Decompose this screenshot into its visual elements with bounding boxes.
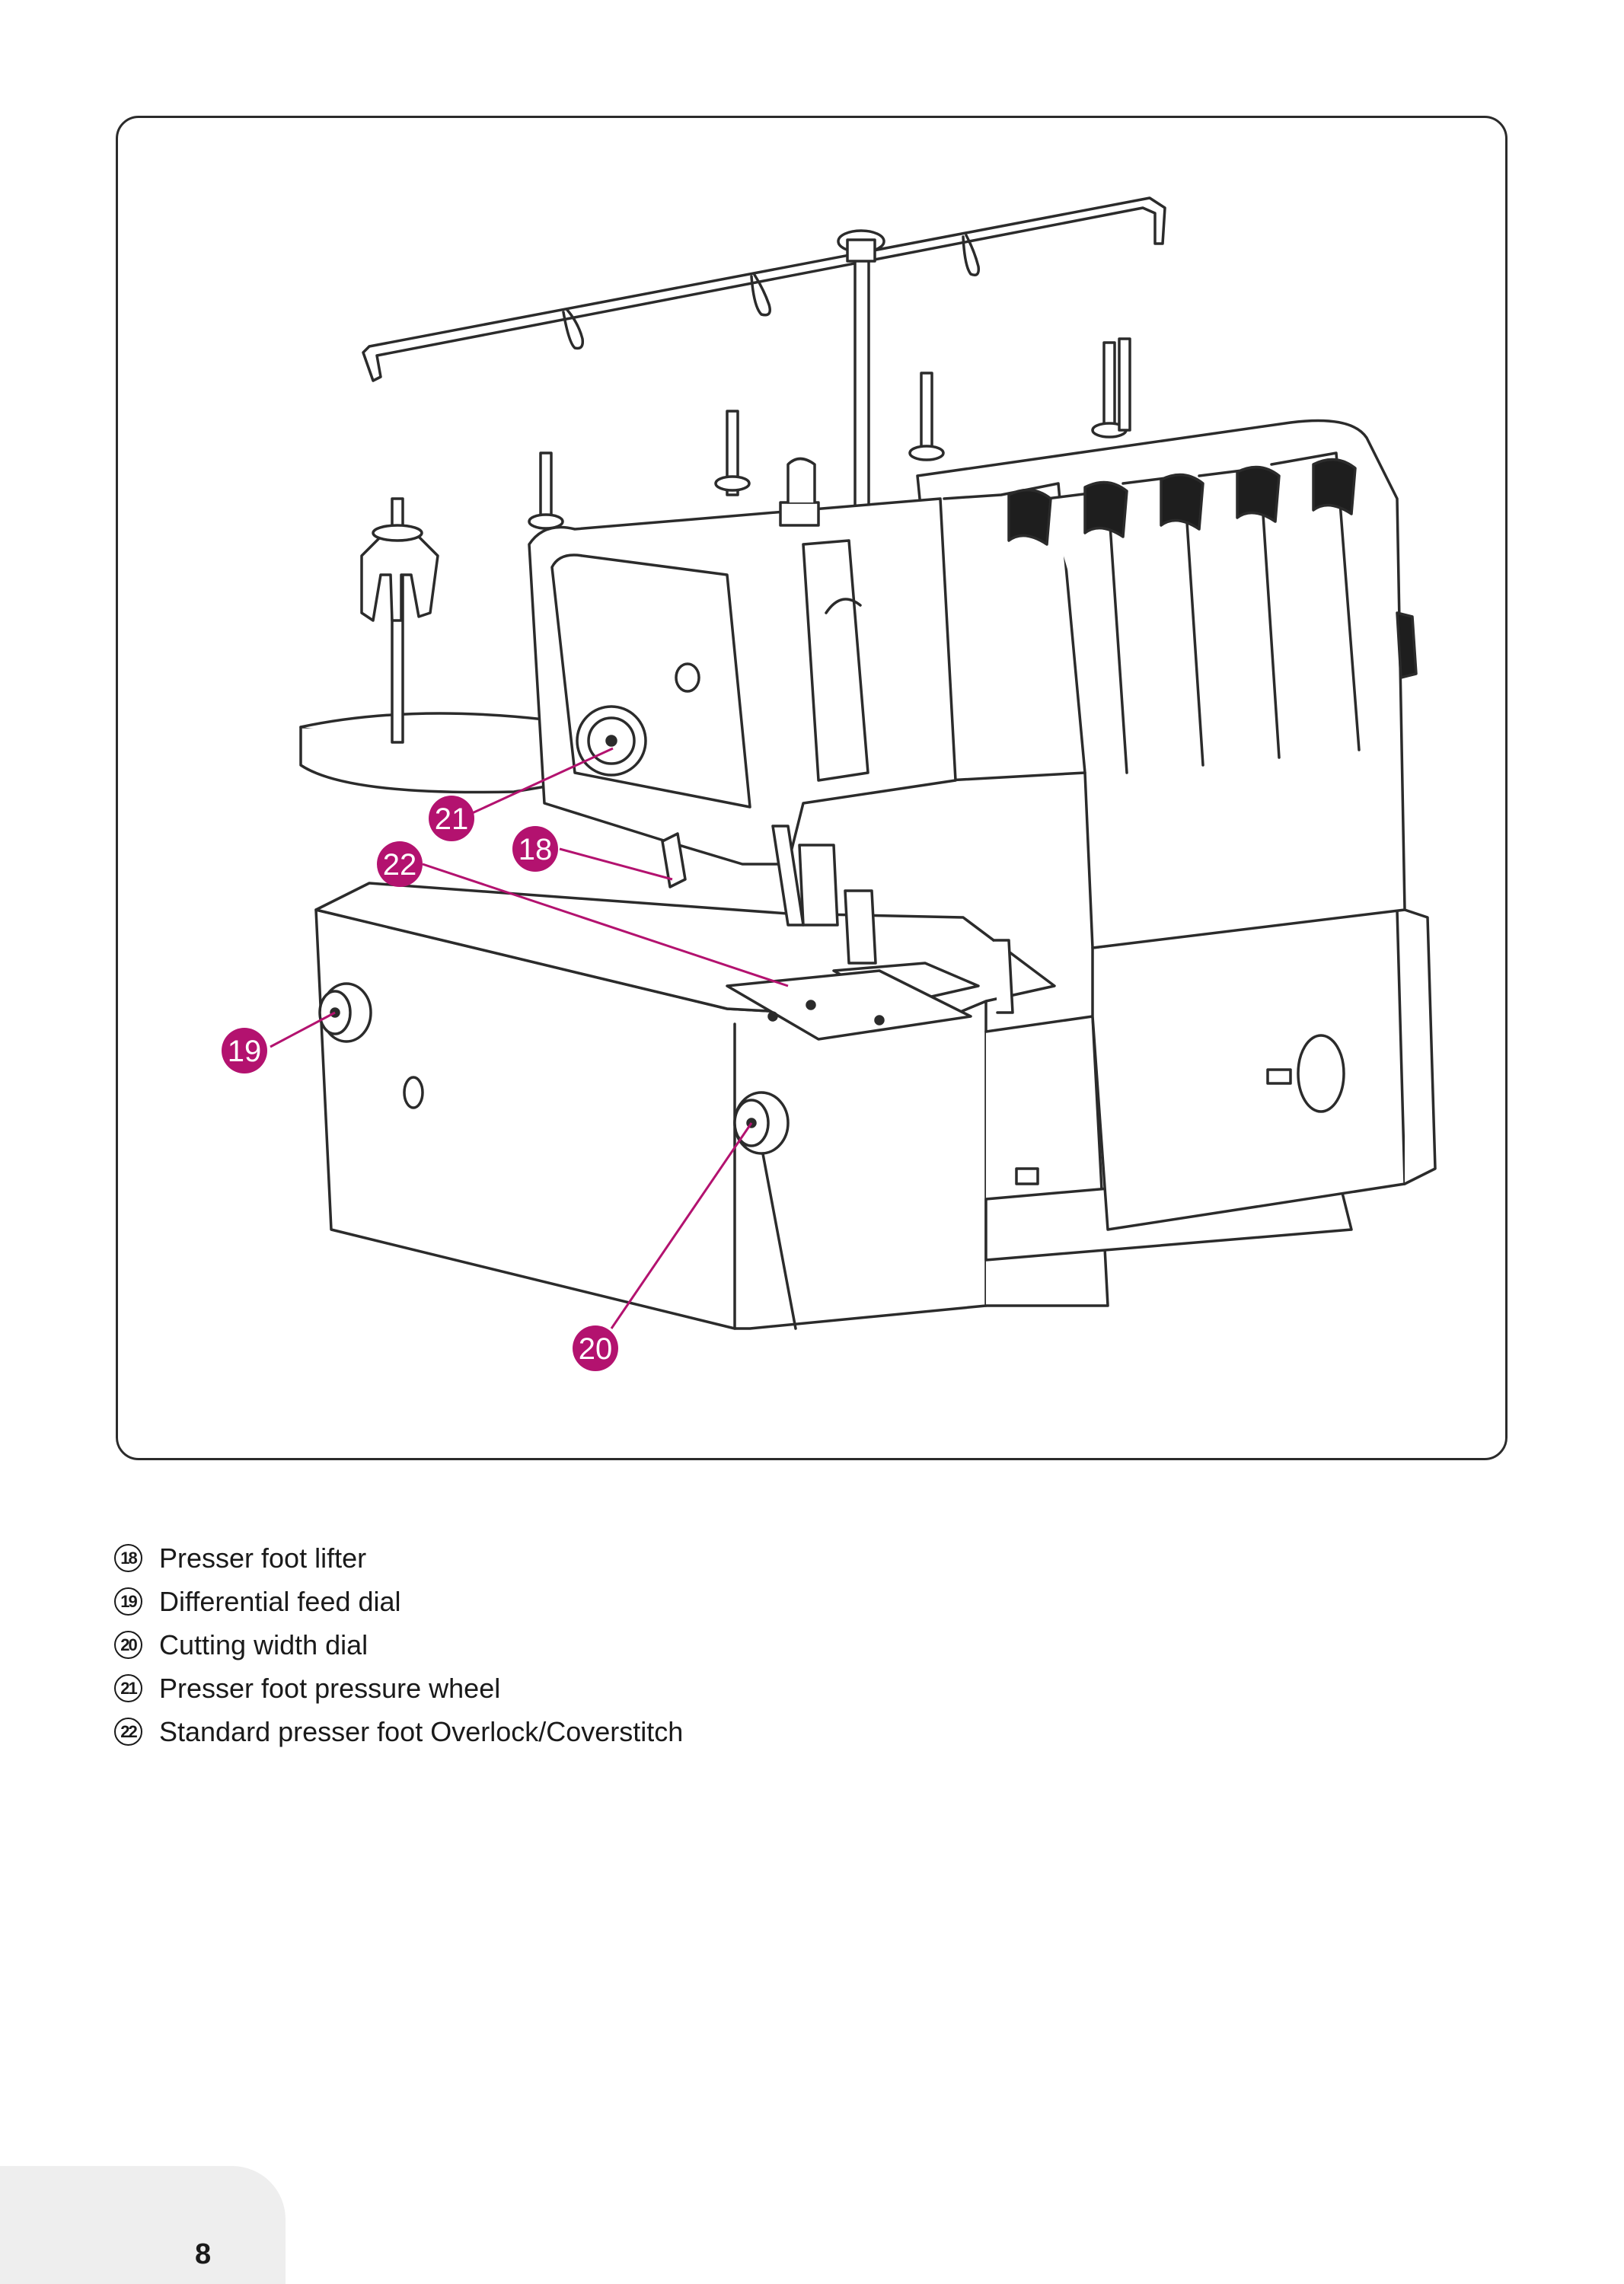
presser-foot-lifter [661, 832, 687, 888]
callout-line-22 [422, 863, 789, 987]
legend-number: 20 [114, 1631, 142, 1659]
callout-line-20 [610, 1122, 753, 1329]
callout-line-19 [270, 1011, 336, 1048]
parts-legend: 18 Presser foot lifter 19 Differential f… [114, 1536, 683, 1753]
svg-text:18: 18 [518, 833, 553, 866]
legend-label: Presser foot lifter [159, 1542, 367, 1574]
legend-number: 22 [114, 1718, 142, 1746]
legend-label: Differential feed dial [159, 1585, 401, 1617]
legend-label: Cutting width dial [159, 1628, 369, 1660]
svg-text:22: 22 [383, 848, 417, 882]
page-number-tab [0, 2166, 286, 2284]
callout-20: 20 [573, 1325, 618, 1371]
callout-22: 22 [377, 841, 423, 887]
legend-item: 20 Cutting width dial [114, 1623, 683, 1667]
legend-number: 18 [114, 1544, 142, 1572]
legend-number: 21 [114, 1674, 142, 1702]
svg-text:20: 20 [579, 1332, 613, 1366]
presser-foot-area [726, 825, 1014, 1041]
spool-pins [528, 337, 1131, 530]
figure-frame: 21 18 22 19 20 [116, 116, 1508, 1460]
legend-number: 19 [114, 1587, 142, 1616]
front-head [528, 457, 957, 866]
page-number: 8 [195, 2238, 212, 2270]
legend-label: Presser foot pressure wheel [159, 1672, 501, 1704]
main-body [916, 419, 1437, 1231]
svg-text:19: 19 [228, 1035, 262, 1068]
legend-item: 22 Standard presser foot Overlock/Covers… [114, 1710, 683, 1753]
callout-21: 21 [429, 796, 474, 841]
callout-19: 19 [222, 1028, 267, 1073]
overlocker-machine-illustration: 21 18 22 19 20 [222, 196, 1437, 1371]
legend-item: 21 Presser foot pressure wheel [114, 1667, 683, 1710]
callout-18: 18 [512, 826, 558, 872]
legend-item: 18 Presser foot lifter [114, 1536, 683, 1580]
thread-cone-holder [299, 497, 561, 794]
callout-line-18 [559, 847, 673, 881]
cutting-width-dial [733, 1091, 790, 1155]
svg-text:21: 21 [435, 802, 469, 836]
legend-item: 19 Differential feed dial [114, 1580, 683, 1623]
differential-feed-dial [318, 982, 372, 1043]
legend-label: Standard presser foot Overlock/Coverstit… [159, 1715, 684, 1747]
callout-line-21 [460, 747, 614, 820]
